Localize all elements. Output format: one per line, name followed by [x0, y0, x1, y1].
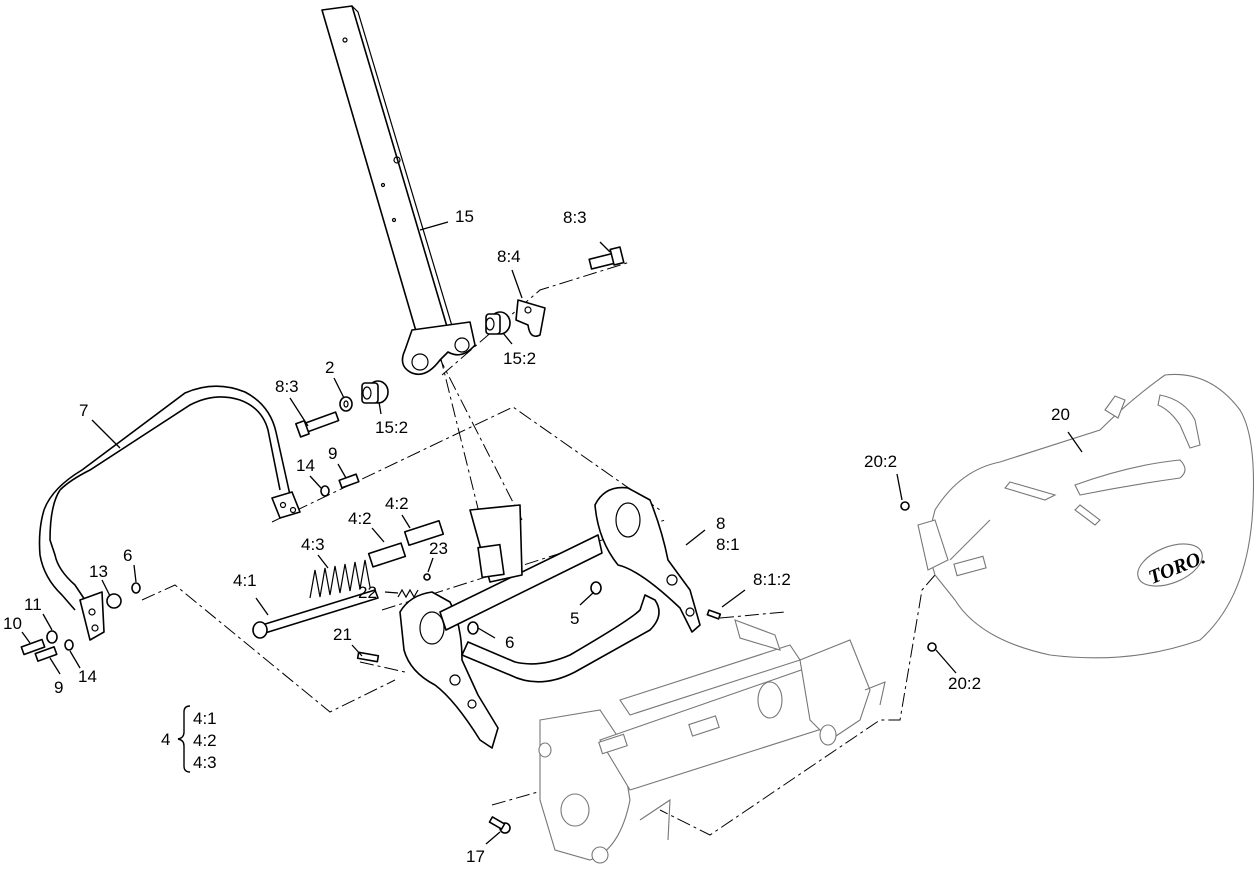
group-legend: 4 4:1 4:2 4:3 — [161, 705, 217, 773]
callout-7: 7 — [79, 401, 88, 420]
callout-20-2-top: 20:2 — [864, 452, 897, 471]
callout-8-3-left: 8:3 — [275, 377, 299, 396]
callout-22: 22 — [358, 583, 377, 602]
callout-15: 15 — [455, 207, 474, 226]
callout-14-top: 14 — [296, 456, 315, 475]
callout-15-2-right: 15:2 — [503, 349, 536, 368]
callout-8-3-top: 8:3 — [563, 208, 587, 227]
group-legend-item: 4:2 — [193, 731, 217, 750]
callout-21: 21 — [333, 625, 352, 644]
callout-14-bottom: 14 — [78, 667, 97, 686]
callout-20: 20 — [1051, 405, 1070, 424]
cutting-unit — [488, 619, 886, 864]
callout-23: 23 — [429, 539, 448, 558]
callout-11: 11 — [24, 595, 42, 614]
pivot-hardware — [295, 246, 625, 438]
callout-6-top: 6 — [123, 546, 132, 565]
spring-assembly — [252, 519, 445, 663]
callout-8-4: 8:4 — [497, 247, 521, 266]
callout-13: 13 — [89, 562, 108, 581]
callout-4-1: 4:1 — [233, 571, 257, 590]
group-legend-item: 4:1 — [193, 709, 217, 728]
callout-2: 2 — [325, 358, 334, 377]
callout-10: 10 — [3, 614, 22, 633]
group-legend-item: 4:3 — [193, 753, 217, 772]
callout-4-2-b: 4:2 — [385, 494, 409, 513]
loop-handle — [20, 385, 360, 662]
callout-8-1: 8:1 — [716, 535, 740, 554]
callout-5: 5 — [570, 609, 579, 628]
leader-lines — [21, 221, 1083, 845]
callout-9-bottom: 9 — [54, 678, 63, 697]
callout-4-2-a: 4:2 — [348, 509, 372, 528]
callout-9-top: 9 — [328, 444, 337, 463]
callout-17: 17 — [466, 847, 485, 866]
group-legend-parent: 4 — [161, 730, 170, 749]
engine-cover: TORO. — [900, 373, 1255, 659]
callout-8: 8 — [716, 514, 725, 533]
handle-tube — [321, 5, 476, 376]
callout-labels: 15 8:3 8:4 15:2 8:3 2 15:2 7 14 9 4:2 4:… — [3, 207, 1070, 866]
main-frame — [399, 486, 722, 749]
callout-4-3: 4:3 — [301, 535, 325, 554]
callout-6-mid: 6 — [505, 633, 514, 652]
callout-20-2-bottom: 20:2 — [948, 674, 981, 693]
callout-15-2-left: 15:2 — [375, 418, 408, 437]
callout-8-1-2: 8:1:2 — [753, 570, 791, 589]
